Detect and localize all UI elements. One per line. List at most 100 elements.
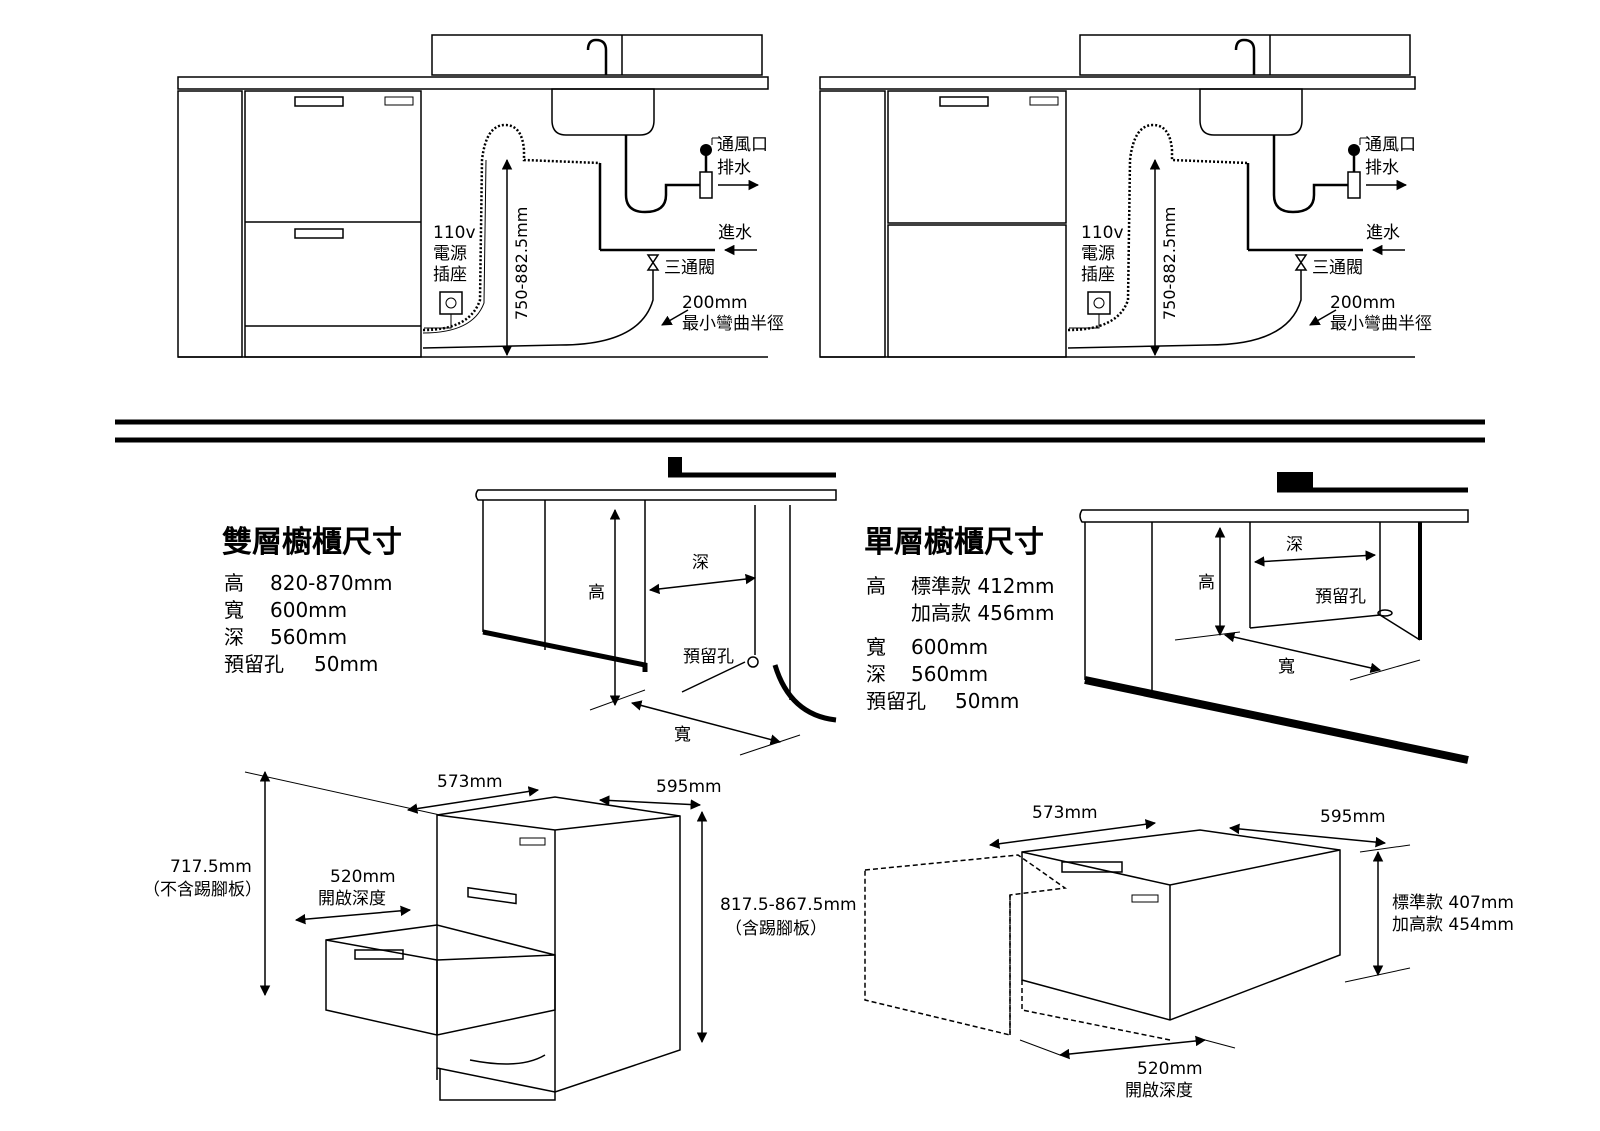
depth-dimension-line [648,573,757,595]
height-range-label: 750-882.5mm [512,207,531,320]
fig-hole-label: 預留孔 [683,647,734,667]
vent-label: 通風口 [1365,135,1416,155]
drain-label: 排水 [717,158,751,178]
spec-label: 深 [224,625,244,649]
sink [551,88,655,136]
spec-label: 高 [224,571,244,595]
double-drawer-dishwasher [244,90,422,358]
lower-cabinet [887,224,1067,358]
single-drawer-dishwasher [887,90,1067,224]
height-no-kick-note: （不含踢腳板） [143,880,262,900]
spec-value: 600mm [911,635,988,659]
fig-height-label: 高 [588,583,605,603]
control-panel-icon [519,837,546,846]
cabinet-countertop [475,489,837,501]
spec-label: 預留孔 [866,689,926,713]
open-depth-value: 520mm [1137,1059,1203,1079]
depth-dimension-line [988,819,1157,849]
outlet-label-3: 插座 [1081,265,1115,285]
spec-value: 50mm [955,689,1019,713]
fig-width-label: 寬 [1278,657,1295,677]
drawer-handle [294,96,344,107]
three-way-valve-icon [1294,254,1308,271]
tall-height-label: 加高款 454mm [1392,915,1514,935]
window [1079,34,1411,76]
spec-value: 600mm [270,598,347,622]
valve-label: 三通閥 [664,258,715,278]
drawer-handle [1061,861,1123,873]
spec-value: 560mm [270,625,347,649]
outlet-label-1: 110v [1081,223,1124,243]
open-depth-label: 開啟深度 [318,889,386,909]
spec-value: 560mm [911,662,988,686]
spec-label: 預留孔 [224,652,284,676]
power-outlet-icon [439,291,463,315]
single-unit-drawing: 573mm 595mm 標準款 407mm 加高款 454mm 520mm 開啟… [864,803,1514,1101]
outlet-label-3: 插座 [433,265,467,285]
control-panel-icon [1131,894,1159,903]
width-dimension-line [1223,631,1382,674]
depth-label: 573mm [1032,803,1098,823]
width-dimension-line [630,700,782,745]
drawer-handle [354,949,404,960]
vent-icon [1348,144,1360,156]
side-cabinet [177,90,243,358]
drawer-handle [939,96,989,107]
valve-label: 三通閥 [1312,258,1363,278]
fig-depth-label: 深 [692,553,709,573]
faucet-icon [586,38,608,75]
drain-trap [1272,160,1348,214]
drawer-handle [467,886,517,905]
drawer-handle [294,228,344,239]
spec-label: 寬 [866,635,886,659]
dishwasher-body [1021,829,1341,1021]
depth-dimension-line [1253,550,1377,567]
reserved-hole-icon [747,656,759,668]
countertop [177,76,769,90]
three-way-valve-icon [646,254,660,271]
height-no-kick-label: 717.5mm [170,857,252,877]
fig-hole-label: 預留孔 [1315,587,1366,607]
open-drawer-outline [864,854,1068,1036]
standard-height-label: 標準款 407mm [1392,893,1514,913]
depth-dimension-line [406,786,540,814]
fig-depth-label: 深 [1286,535,1303,555]
height-with-kick-note: （含踢腳板） [725,919,827,939]
fig-height-label: 高 [1198,573,1215,593]
fig-width-label: 寬 [674,725,691,745]
width-dimension-line [598,795,702,810]
spec-label: 寬 [224,598,244,622]
drain-hose [422,123,601,332]
control-panel-icon [384,96,414,106]
open-depth-label: 開啟深度 [1125,1081,1193,1101]
water-in-label: 進水 [1366,223,1400,243]
bend-radius-value: 200mm [1330,293,1396,313]
spec-label: 高 [866,574,886,598]
double-cabinet-section: 雙層櫥櫃尺寸 高 820-870mm 寬 600mm 深 560mm 預留孔 5… [222,457,837,756]
depth-label: 573mm [437,772,503,792]
sink [1199,88,1303,136]
width-label: 595mm [1320,807,1386,827]
single-cabinet-section: 單層櫥櫃尺寸 高 標準款 412mm 加高款 456mm 寬 600mm 深 5… [864,472,1469,764]
bend-radius-label: 最小彎曲半徑 [1330,314,1432,334]
height-range-label: 750-882.5mm [1160,207,1179,320]
spec-value-standard: 標準款 412mm [911,574,1055,598]
open-drawer [325,924,556,1036]
install-right-panel: 通風口 排水 進水 110v 電源 插座 750-882.5mm 三通閥 200… [819,34,1432,358]
window [431,34,763,76]
open-depth-value: 520mm [330,867,396,887]
inlet-hose [422,270,654,349]
cabinet-countertop [1079,509,1469,523]
spec-value: 820-870mm [270,571,393,595]
dishwasher-body [436,796,681,1093]
reserved-hole-icon [1377,609,1393,617]
height-with-kick-label: 817.5-867.5mm [720,895,857,915]
open-depth-dimension-line [1058,1035,1207,1060]
drain-label: 排水 [1365,158,1399,178]
power-outlet-icon [1087,291,1111,315]
control-panel-icon [1029,96,1059,106]
water-in-label: 進水 [718,223,752,243]
open-depth-dimension-line [294,905,412,925]
bend-radius-value: 200mm [682,293,748,313]
drain-trap [624,160,700,214]
